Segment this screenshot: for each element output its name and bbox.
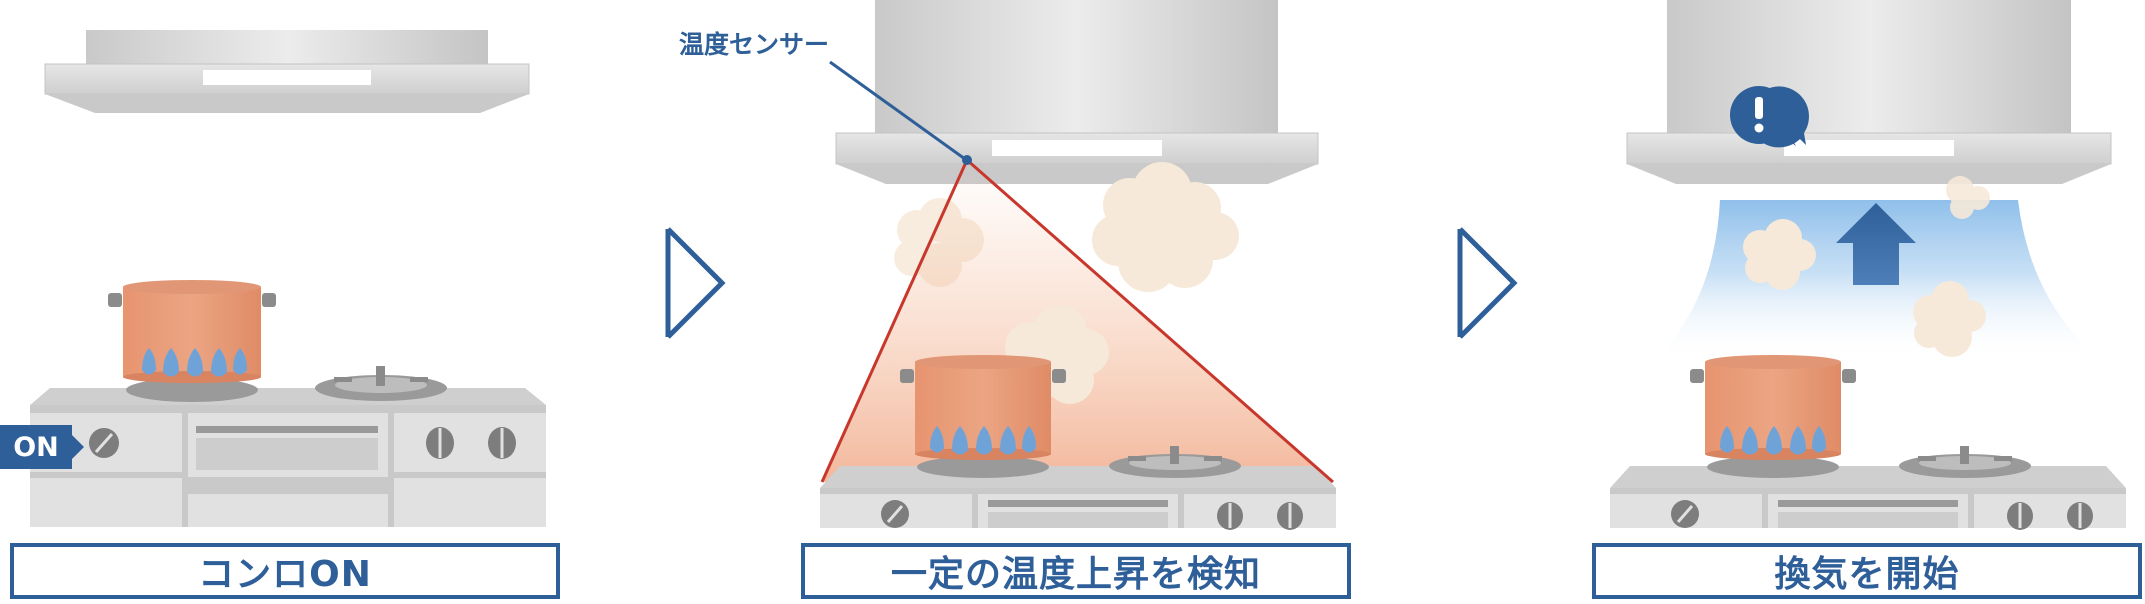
step-3-caption: 換気を開始 [1592,543,2142,599]
burner-right-icon [1109,446,1241,478]
up-arrow-icon [1836,203,1916,285]
knob-icon [2007,502,2033,530]
steam-cloud-icon [1946,176,1990,219]
burner-right-icon [1899,446,2031,478]
steam-cloud-icon [1092,162,1239,292]
flame-icon [930,426,1036,455]
knob-icon [1217,502,1243,530]
burner-right-icon [315,366,447,401]
temperature-sensor-label: 温度センサー [679,30,830,59]
step-2-caption: 一定の温度上昇を検知 [801,543,1351,599]
sensor-leader-line [829,60,972,165]
cooktop-3 [1610,446,2126,530]
knob-icon [881,500,909,528]
knob-icon [1277,502,1303,530]
alert-icon [1730,86,1809,148]
on-badge-pointer [72,435,84,459]
range-hood-2 [835,0,1319,184]
sensor-dot [962,155,972,165]
panel-2 [820,0,1336,530]
range-hood-3 [1626,0,2112,184]
cooktop-1 [30,366,546,527]
on-badge: ON [0,425,72,469]
knob-icon [2067,502,2093,530]
steam-cloud-icon [1913,281,1986,357]
knob-icon [89,428,119,458]
detection-lines [820,158,1334,484]
step-1-caption: コンロON [10,543,560,599]
cooktop-2 [820,446,1336,530]
range-hood-1 [44,30,530,113]
panel-1 [30,30,546,527]
flame-icon [1720,426,1826,455]
knob-icon [1671,500,1699,528]
steam-cloud-icon [1743,219,1816,290]
knob-icon [426,427,454,459]
flame-icon [142,348,247,377]
knob-icon [488,427,516,459]
next-step-arrow-icon [666,227,726,339]
next-step-arrow-icon [1458,227,1518,339]
panel-3 [1610,0,2126,530]
